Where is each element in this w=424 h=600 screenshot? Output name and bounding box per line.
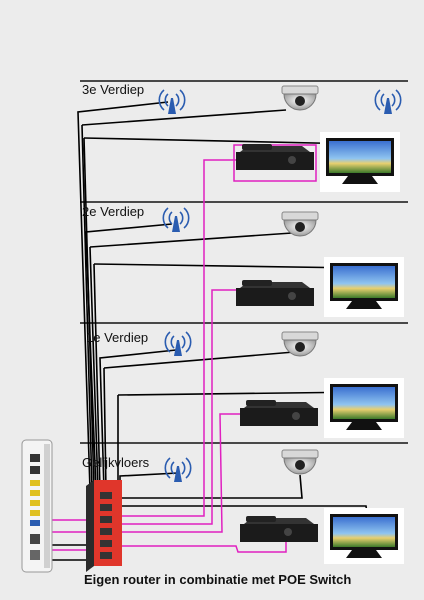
cable-camera-3 bbox=[81, 109, 287, 126]
flat-tv-icon bbox=[324, 508, 404, 564]
cable-camera-2-down bbox=[89, 246, 99, 491]
cable-camera-0 bbox=[120, 474, 303, 499]
decoder-highlight-box bbox=[233, 144, 317, 182]
cable-wifi-1 bbox=[99, 349, 177, 491]
floor-label-3: 3e Verdiep bbox=[82, 82, 145, 97]
dome-camera-icon bbox=[281, 449, 319, 475]
cable-tv-2 bbox=[93, 263, 361, 269]
diagram-caption: Eigen router in combinatie met POE Switc… bbox=[84, 572, 352, 587]
tv-cable-1 bbox=[120, 413, 240, 533]
router-icon bbox=[21, 439, 53, 573]
poe-switch-icon bbox=[86, 480, 122, 572]
cable-camera-2 bbox=[89, 232, 293, 248]
wifi-icon bbox=[164, 331, 192, 356]
wifi-icon bbox=[158, 89, 186, 114]
dome-camera-icon bbox=[281, 211, 319, 237]
cable-tv-2-down bbox=[93, 263, 101, 491]
cable-wifi-0 bbox=[119, 472, 179, 494]
tv-cable-3 bbox=[120, 159, 236, 517]
cable-wifi-2 bbox=[85, 223, 173, 491]
dome-camera-icon bbox=[281, 331, 319, 357]
cable-wifi-3 bbox=[77, 101, 169, 491]
wifi-icon bbox=[162, 207, 190, 232]
cable-camera-3-down bbox=[81, 124, 93, 491]
tv-decoder-icon bbox=[240, 516, 318, 542]
cable-camera-1-down bbox=[103, 367, 107, 491]
floor-label-0: Gelijkvloers bbox=[82, 455, 150, 470]
floor-label-2: 2e Verdiep bbox=[82, 204, 145, 219]
tv-decoder-icon bbox=[240, 400, 318, 426]
tv-cable-2 bbox=[120, 289, 238, 525]
wifi-icon bbox=[374, 89, 402, 114]
tv-cable-0 bbox=[120, 536, 287, 553]
flat-tv-icon bbox=[324, 257, 404, 317]
floor-label-1: 1e Verdiep bbox=[86, 330, 149, 345]
dome-camera-icon bbox=[281, 85, 319, 111]
tv-decoder-icon bbox=[236, 144, 314, 170]
wifi-icon bbox=[164, 457, 192, 482]
cable-camera-1 bbox=[103, 351, 295, 369]
flat-tv-icon bbox=[320, 132, 400, 192]
cable-tv-3 bbox=[83, 137, 361, 145]
flat-tv-icon bbox=[324, 378, 404, 438]
floor-lines bbox=[80, 80, 408, 444]
tv-decoder-icon bbox=[236, 280, 314, 306]
